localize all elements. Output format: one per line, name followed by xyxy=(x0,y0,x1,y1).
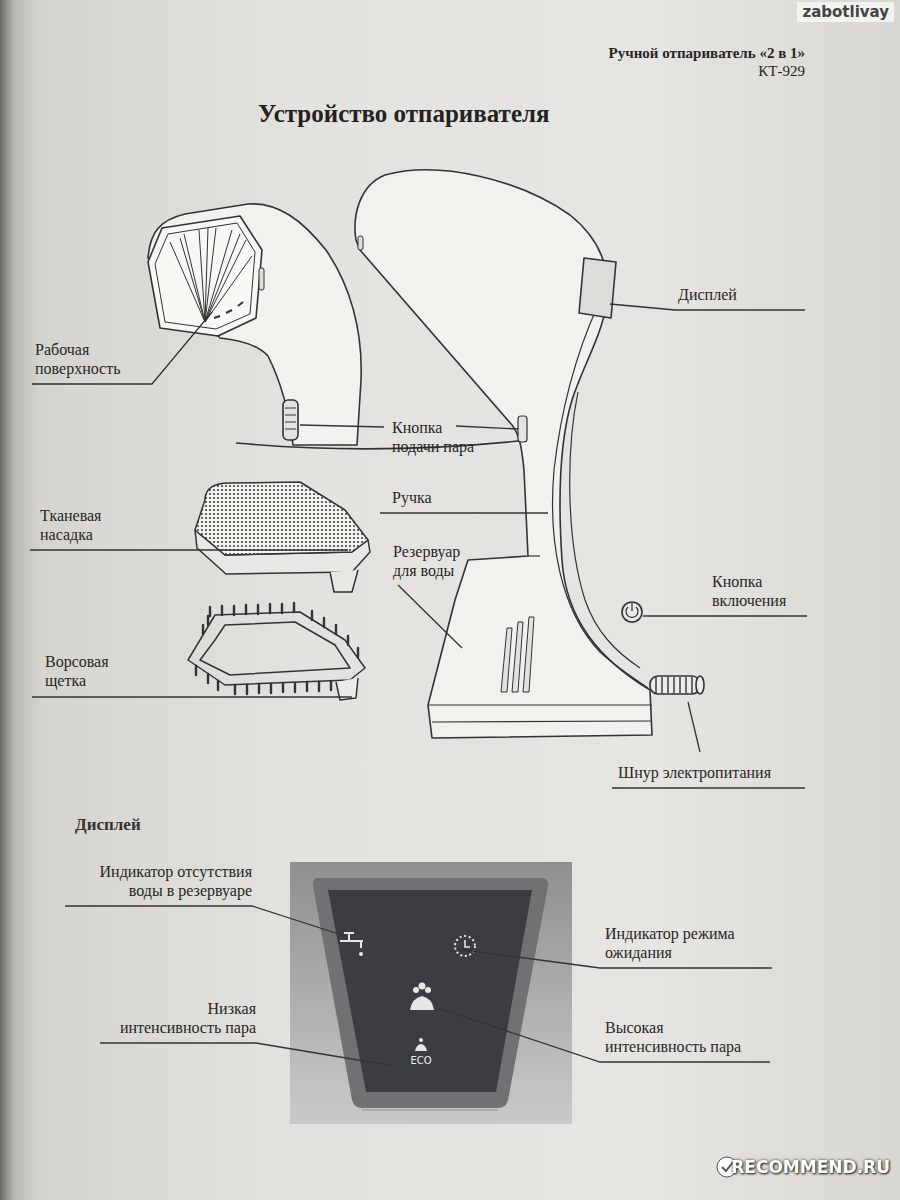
part-label: Шнур электропитания xyxy=(618,763,771,782)
steamer-body xyxy=(355,170,704,738)
bristle-brush xyxy=(188,603,365,700)
part-label: Ворсовая щетка xyxy=(45,652,130,690)
part-label: Рабочая поверхность xyxy=(35,340,153,378)
part-label: Дисплей xyxy=(678,285,737,304)
running-header: Ручной отпариватель «2 в 1» xyxy=(609,44,805,62)
display-mark: ECO xyxy=(401,1055,441,1067)
part-label: Кнопка подачи пара xyxy=(392,418,482,456)
section-heading: Дисплей xyxy=(75,815,141,835)
indicator-label: Низкая интенсивность пара xyxy=(116,999,256,1037)
part-label: Тканевая насадка xyxy=(40,506,125,544)
watermark: zabotlivay xyxy=(797,2,894,22)
model-number: КТ-929 xyxy=(758,62,805,80)
indicator-label: Индикатор отсутствия воды в резервуаре xyxy=(80,862,252,900)
fabric-attachment xyxy=(195,482,370,592)
indicator-label: Высокая интенсивность пара xyxy=(605,1018,747,1056)
part-label: Кнопка включения xyxy=(712,572,807,610)
display-icons xyxy=(340,933,475,1051)
page-title: Устройство отпаривателя xyxy=(258,99,550,129)
part-label: Ручка xyxy=(392,488,432,507)
indicator-label: Индикатор режима ожидания xyxy=(605,924,775,962)
watermark: RECOMMEND.RU xyxy=(731,1156,890,1178)
part-label: Резервуар для воды xyxy=(393,542,481,580)
display-photo xyxy=(290,862,572,1124)
leader-lines xyxy=(30,304,807,1066)
